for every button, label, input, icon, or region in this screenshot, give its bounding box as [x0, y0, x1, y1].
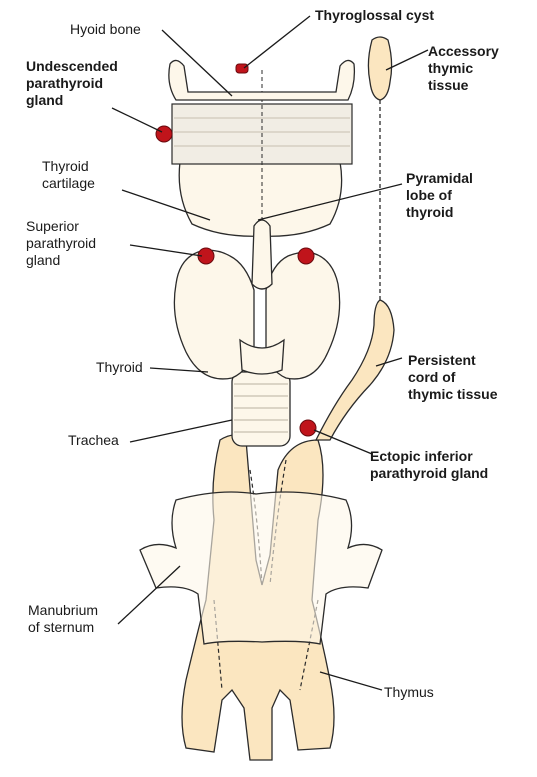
label-superior-parathyroid-gland: Superior parathyroid gland: [26, 218, 96, 269]
label-thymus: Thymus: [384, 684, 434, 701]
label-trachea: Trachea: [68, 432, 119, 449]
trachea: [232, 372, 290, 446]
label-manubrium-of-sternum: Manubrium of sternum: [28, 602, 98, 636]
label-persistent-cord-of-thymic-tissue: Persistent cord of thymic tissue: [408, 352, 497, 403]
manubrium-of-sternum: [140, 492, 382, 644]
ectopic-inferior-parathyroid-dot: [300, 420, 316, 436]
label-ectopic-inferior-parathyroid-gland: Ectopic inferior parathyroid gland: [370, 448, 488, 482]
pyramidal-lobe: [252, 220, 272, 289]
label-undescended-parathyroid-gland: Undescended parathyroid gland: [26, 58, 118, 109]
label-thyroid-cartilage: Thyroid cartilage: [42, 158, 95, 192]
thyroglossal-cyst-dot: [236, 64, 248, 73]
label-pyramidal-lobe-of-thyroid: Pyramidal lobe of thyroid: [406, 170, 473, 221]
label-thyroglossal-cyst: Thyroglossal cyst: [315, 7, 434, 24]
label-accessory-thymic-tissue: Accessory thymic tissue: [428, 43, 499, 94]
undescended-parathyroid-dot: [156, 126, 172, 142]
label-hyoid-bone: Hyoid bone: [70, 21, 141, 38]
thyroid-isthmus: [240, 340, 284, 374]
superior-parathyroid-right-dot: [298, 248, 314, 264]
label-thyroid: Thyroid: [96, 359, 143, 376]
